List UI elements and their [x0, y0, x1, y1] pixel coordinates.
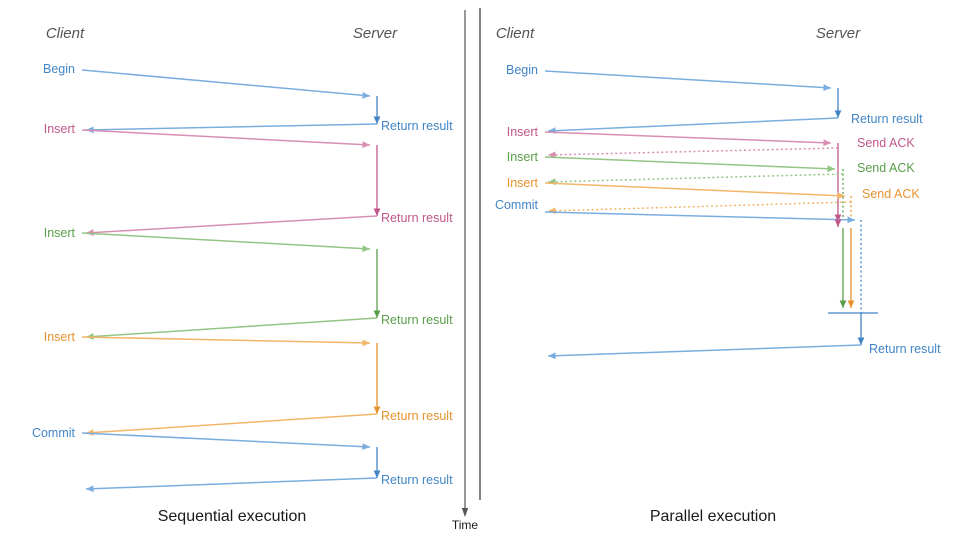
panel-parallel-paths [544, 70, 878, 360]
message-label-sequential-8: Commit [32, 426, 76, 440]
sequential-insert2-request-arrowhead [362, 245, 370, 252]
message-label-sequential-9: Return result [381, 473, 453, 487]
message-label-sequential-5: Return result [381, 313, 453, 327]
message-label-parallel-7: Send ACK [862, 187, 920, 201]
panel-caption-sequential: Sequential execution [158, 508, 307, 525]
message-label-parallel-3: Send ACK [857, 136, 915, 150]
message-label-sequential-1: Return result [381, 119, 453, 133]
sequential-insert2-return [85, 317, 378, 338]
panel-sequential-paths [81, 69, 381, 493]
actor-label-server: Server [816, 25, 861, 42]
sequential-insert2-request [81, 232, 371, 250]
parallel-insert2-work-arrowhead [839, 300, 847, 308]
sequential-insert1-return [85, 215, 378, 234]
parallel-insert1-request-arrowhead [823, 139, 831, 147]
panel-caption-parallel: Parallel execution [650, 508, 776, 525]
message-label-sequential-4: Insert [44, 226, 76, 240]
parallel-insert1-finish-arrowhead [834, 219, 842, 227]
parallel-insert3-work-arrowhead [847, 300, 855, 308]
message-label-sequential-7: Return result [381, 409, 453, 423]
message-label-sequential-3: Return result [381, 211, 453, 225]
parallel-insert2-ack-arrowhead [548, 178, 556, 186]
message-label-sequential-6: Insert [44, 330, 76, 344]
message-label-parallel-5: Send ACK [857, 161, 915, 175]
parallel-begin-activation-arrowhead [834, 110, 842, 118]
parallel-commit-request-arrowhead [847, 216, 855, 224]
parallel-begin-request [544, 70, 832, 89]
parallel-insert2-request-arrowhead [827, 165, 835, 173]
message-label-sequential-0: Begin [43, 62, 75, 76]
message-label-parallel-8: Commit [495, 198, 539, 212]
parallel-insert1-ack-arrowhead [548, 151, 556, 159]
parallel-commit-return-arrowhead [548, 352, 556, 360]
sequential-insert3-return [85, 413, 378, 434]
sequential-begin-request [81, 69, 371, 97]
parallel-commit-finish-arrowhead [857, 337, 865, 345]
sequential-commit-return-arrowhead [86, 485, 94, 493]
parallel-insert1-ack [547, 147, 839, 156]
sequential-insert1-activation-arrowhead [373, 208, 381, 216]
actor-label-server: Server [353, 25, 398, 42]
message-label-parallel-2: Insert [507, 125, 539, 139]
parallel-insert2-request [544, 156, 836, 170]
sequential-insert3-activation-arrowhead [373, 406, 381, 414]
time-axis-label: Time [452, 518, 479, 532]
parallel-commit-request [544, 211, 856, 221]
parallel-commit-return [547, 344, 862, 357]
actor-label-client: Client [46, 25, 85, 42]
parallel-insert1-request [544, 131, 832, 144]
sequential-commit-request [81, 432, 371, 448]
message-label-parallel-4: Insert [507, 150, 539, 164]
sequential-insert3-request-arrowhead [362, 339, 370, 347]
parallel-insert3-request-arrowhead [837, 192, 845, 200]
time-axis-layer: Time [452, 8, 481, 532]
time-axis-arrowhead [461, 508, 469, 517]
sequential-insert1-request [81, 129, 371, 146]
sequential-begin-return [85, 123, 378, 131]
message-label-parallel-9: Return result [869, 342, 941, 356]
sequential-begin-activation-arrowhead [373, 116, 381, 124]
sequential-commit-return [85, 477, 378, 490]
parallel-begin-return [547, 117, 839, 132]
parallel-begin-request-arrowhead [823, 84, 831, 91]
parallel-insert3-ack [547, 201, 852, 212]
message-paths-layer [81, 69, 878, 493]
message-label-parallel-1: Return result [851, 112, 923, 126]
sequential-commit-activation-arrowhead [373, 470, 381, 478]
sequential-insert1-request-arrowhead [362, 141, 370, 149]
parallel-insert3-request [544, 182, 846, 197]
parallel-insert3-ack-arrowhead [548, 207, 556, 215]
sequential-begin-request-arrowhead [362, 91, 370, 99]
sequential-insert3-request [81, 336, 371, 344]
message-label-sequential-2: Insert [44, 122, 76, 136]
actor-label-client: Client [496, 25, 535, 42]
parallel-insert2-ack [547, 173, 844, 183]
sequential-insert2-activation-arrowhead [373, 310, 381, 318]
sequential-commit-request-arrowhead [362, 443, 370, 451]
message-label-parallel-0: Begin [506, 63, 538, 77]
message-label-parallel-6: Insert [507, 176, 539, 190]
